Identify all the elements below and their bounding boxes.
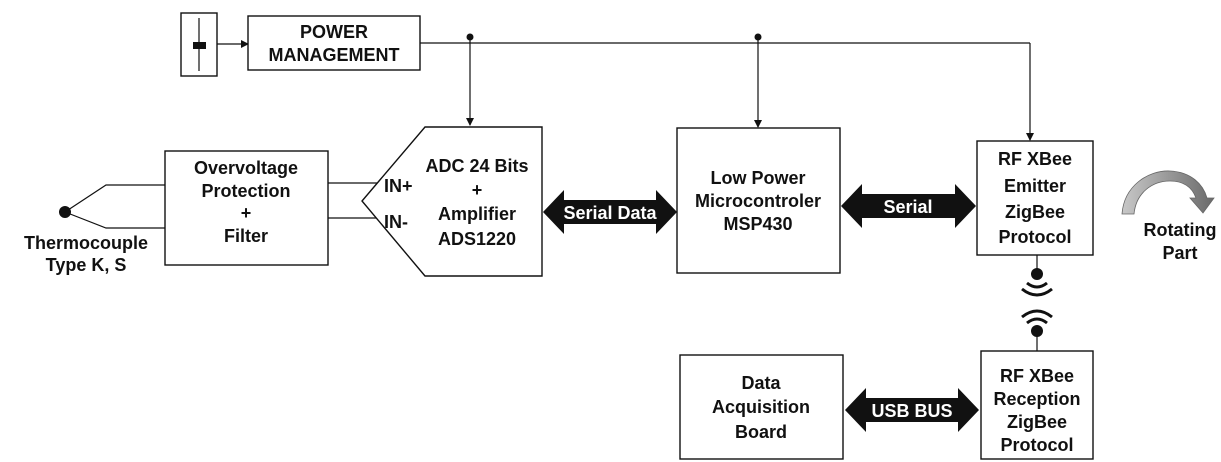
overvoltage-line2: Protection	[201, 181, 290, 201]
rf-emitter-line1: RF XBee	[998, 149, 1072, 169]
battery-icon	[180, 12, 218, 77]
overvoltage-line4: Filter	[224, 226, 268, 246]
mcu-line2: Microcontroler	[695, 191, 821, 211]
mcu-line1: Low Power	[710, 168, 805, 188]
rf-emitter-line4: Protocol	[998, 227, 1071, 247]
rf-emitter-line2: Emitter	[1004, 176, 1066, 196]
adc-in-plus-label: IN+	[384, 176, 413, 196]
thermocouple-label-line2: Type K, S	[46, 255, 127, 275]
daq-line1: Data	[741, 373, 781, 393]
rf-reception-block: RF XBee Reception ZigBee Protocol	[980, 350, 1094, 460]
serial-arrow: Serial	[841, 184, 976, 228]
mcu-line3: MSP430	[723, 214, 792, 234]
emitter-antenna-icon	[1021, 255, 1053, 297]
overvoltage-protection-block: Overvoltage Protection + Filter	[164, 150, 329, 266]
microcontroller-block: Low Power Microcontroler MSP430	[676, 127, 841, 274]
power-bus	[420, 33, 1034, 141]
serial-data-label: Serial Data	[563, 203, 657, 223]
adc-line2: +	[472, 180, 483, 200]
adc-block: IN+ IN- ADC 24 Bits + Amplifier ADS1220	[361, 126, 543, 277]
serial-data-arrow: Serial Data	[543, 190, 677, 234]
adc-line3: Amplifier	[438, 204, 516, 224]
thermocouple-symbol	[59, 184, 165, 229]
power-management-line2: MANAGEMENT	[269, 45, 400, 65]
rf-emitter-block: RF XBee Emitter ZigBee Protocol	[976, 140, 1094, 256]
rotating-part-line2: Part	[1162, 243, 1197, 263]
overvoltage-line1: Overvoltage	[194, 158, 298, 178]
rotating-part-line1: Rotating	[1144, 220, 1217, 240]
adc-in-minus-label: IN-	[384, 212, 408, 232]
usb-bus-label: USB BUS	[871, 401, 952, 421]
adc-line4: ADS1220	[438, 229, 516, 249]
serial-label: Serial	[883, 197, 932, 217]
thermocouple-label-line1: Thermocouple	[24, 233, 148, 253]
power-management-line1: POWER	[300, 22, 368, 42]
power-management-block: POWER MANAGEMENT	[247, 15, 421, 71]
rf-reception-line2: Reception	[993, 389, 1080, 409]
usb-bus-arrow: USB BUS	[845, 388, 979, 432]
overvoltage-line3: +	[241, 203, 252, 223]
daq-line3: Board	[735, 422, 787, 442]
rf-reception-line4: Protocol	[1000, 435, 1073, 455]
rf-reception-line1: RF XBee	[1000, 366, 1074, 386]
data-acquisition-block: Data Acquisition Board	[679, 354, 844, 460]
rf-emitter-line3: ZigBee	[1005, 202, 1065, 222]
rotating-arrow-icon	[1121, 170, 1215, 215]
adc-line1: ADC 24 Bits	[425, 156, 528, 176]
daq-line2: Acquisition	[712, 397, 810, 417]
receiver-antenna-icon	[1021, 309, 1053, 351]
rf-reception-line3: ZigBee	[1007, 412, 1067, 432]
